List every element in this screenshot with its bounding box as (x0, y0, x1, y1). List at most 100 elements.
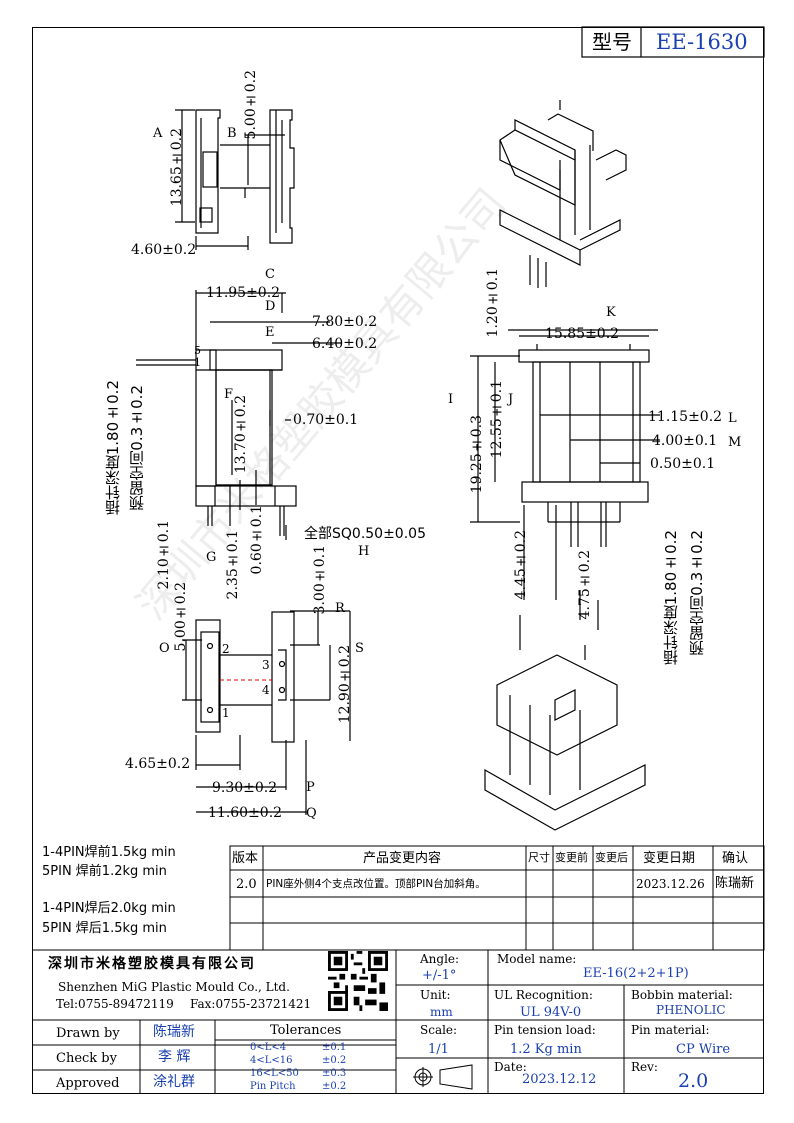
dim-label: 3.00±0.1 (312, 545, 328, 615)
dim-label: 12.90±0.2 (337, 645, 353, 724)
marker-l: L (728, 411, 737, 426)
company-name-cn: 深圳市米格塑胶模具有限公司 (48, 956, 256, 972)
drawn-value: 陈瑞新 (153, 1024, 195, 1040)
dim-label: 7.80±0.2 (312, 314, 378, 330)
ul-value: UL 94V-0 (520, 1005, 582, 1020)
unit-label: Unit: (420, 988, 451, 1002)
dim-label: 0.50±0.1 (650, 456, 716, 472)
ul-label: UL Recognition: (494, 988, 593, 1002)
strength-note: 5PIN 焊后1.5kg min (42, 921, 167, 936)
rev-content: PIN座外侧4个支点改位置。顶部PIN台加斜角。 (266, 878, 486, 890)
dim-label: 13.70±0.2 (233, 395, 249, 474)
type-label: 型号 (592, 30, 632, 54)
rev-header-after: 变更后 (595, 851, 628, 864)
marker-j: J (508, 392, 514, 407)
dim-label: 4.75±0.2 (577, 550, 593, 620)
dim-label: 全部SQ0.50±0.05 (304, 526, 426, 542)
qr-code-icon (328, 951, 388, 1011)
tol-value: ±0.2 (322, 1055, 347, 1066)
dim-label: 15.85±0.2 (545, 326, 620, 342)
marker-d: D (265, 299, 276, 314)
dim-label: 4.65±0.2 (125, 756, 191, 772)
rev-header-confirm: 确认 (722, 851, 749, 866)
marker-o: O (159, 641, 170, 656)
dim-label: 13.65±0.2 (169, 128, 185, 207)
tension-value: 1.2 Kg min (510, 1042, 582, 1057)
unit-value: mm (430, 1005, 453, 1019)
check-value: 李 辉 (158, 1049, 191, 1065)
pin-number: 3 (262, 658, 270, 672)
dim-label: 4.45±0.2 (513, 530, 529, 600)
scale-value: 1/1 (428, 1042, 449, 1057)
dim-label: 5.00±0.2 (173, 582, 189, 652)
marker-a: A (153, 126, 163, 141)
pin-number: 1 (222, 706, 230, 720)
rev-header-content: 产品变更内容 (363, 851, 442, 866)
tol-value: ±0.3 (322, 1068, 347, 1079)
tolerances-title: Tolerances (270, 1023, 342, 1038)
marker-s: S (355, 641, 364, 656)
angle-label: Angle: (420, 952, 460, 966)
model-code: EE-1630 (656, 30, 748, 54)
tol-value: ±0.1 (322, 1042, 347, 1053)
tension-label: Pin tension load: (494, 1023, 596, 1037)
angle-value: +/-1° (422, 968, 457, 983)
strength-note: 5PIN 焊前1.2kg min (42, 864, 167, 879)
marker-q: Q (306, 806, 317, 821)
dim-label: 6.40±0.2 (312, 336, 378, 352)
check-label: Check by (56, 1051, 117, 1066)
marker-f: F (224, 387, 234, 402)
marker-e: E (265, 325, 275, 340)
rev-confirm: 陈瑞新 (715, 876, 755, 891)
drawn-label: Drawn by (56, 1026, 120, 1041)
marker-m: M (728, 435, 742, 450)
dim-label: 19.25±0.3 (469, 415, 485, 494)
dim-label: 11.60±0.2 (208, 805, 283, 821)
drawing-frame (32, 27, 764, 1094)
dim-label: 2.10±0.1 (156, 520, 172, 590)
marker-p: P (306, 780, 315, 795)
tol-range: 0<L<4 (250, 1042, 287, 1053)
dim-label: 11.95±0.2 (206, 285, 281, 301)
marker-g: G (206, 550, 217, 565)
rev-header-before: 变更前 (555, 851, 588, 864)
insert-depth-note: 插针深度1.80±0.2 (662, 530, 680, 666)
rev-version: 2.0 (236, 877, 257, 892)
company-name-en: Shenzhen MiG Plastic Mould Co., Ltd. (58, 980, 290, 994)
pin-number: 5 (194, 344, 201, 357)
dim-label: 11.15±0.2 (648, 409, 723, 425)
pin-number: 1 (194, 356, 201, 369)
pinmat-value: CP Wire (676, 1042, 731, 1057)
marker-b: B (227, 126, 237, 141)
scale-label: Scale: (420, 1023, 458, 1037)
dim-label: 9.30±0.2 (212, 780, 278, 796)
marker-h: H (358, 544, 370, 559)
dim-label: 0.60±0.1 (249, 505, 265, 575)
reserve-gap-note: 预留空间0.3±0.2 (128, 385, 146, 511)
rev-header-version: 版本 (232, 851, 259, 866)
dim-label: 0.70±0.1 (293, 412, 359, 428)
marker-k: K (606, 305, 616, 320)
model-value: EE-16(2+2+1P) (583, 966, 689, 981)
bobbin-label: Bobbin material: (631, 988, 733, 1002)
tol-range: 4<L<16 (250, 1055, 293, 1066)
company-tel: Tel:0755-89472119 (56, 997, 174, 1011)
dim-label: 1.20±0.1 (485, 268, 501, 338)
pin-number: 2 (222, 642, 230, 656)
dim-label: 4.00±0.1 (652, 433, 718, 449)
strength-note: 1-4PIN焊后2.0kg min (42, 901, 176, 916)
pin-number: 4 (262, 683, 270, 697)
reserve-gap-note: 预留空间0.3±0.2 (688, 530, 706, 656)
marker-i: I (448, 392, 454, 407)
dim-label: 12.55±0.1 (489, 380, 505, 459)
rev-header-date: 变更日期 (643, 851, 696, 866)
marker-c: C (265, 267, 275, 282)
marker-r: R (335, 601, 345, 616)
rev-label: Rev: (631, 1060, 658, 1074)
approved-value: 涂礼群 (153, 1074, 195, 1090)
dim-label: 2.35±0.1 (225, 530, 241, 600)
model-label: Model name: (497, 952, 577, 966)
bobbin-value: PHENOLIC (656, 1003, 726, 1017)
dim-label: 4.60±0.2 (131, 242, 197, 258)
